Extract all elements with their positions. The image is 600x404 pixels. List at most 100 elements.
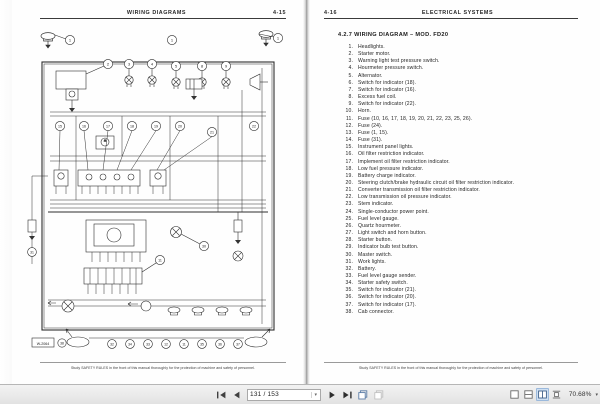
legend-item-text: Stem indicator. [358, 201, 394, 208]
page-right-legend[interactable]: 4-16 ELECTRICAL SYSTEMS 4.2.7 WIRING DIA… [310, 0, 600, 384]
legend-item: 2. Starter motor. [340, 51, 588, 58]
legend-item-text: Oil filter restriction indicator. [358, 151, 425, 158]
right-page-footer: Study SAFETY RULES in the front of this … [324, 362, 578, 370]
legend-item-number: 1. [348, 44, 353, 50]
legend-item-number: 28. [345, 237, 353, 244]
legend-item-number: 8. [348, 94, 353, 101]
legend-item: 36.Switch for indicator (20). [340, 294, 588, 301]
view-controls-group: 70.68% ▾ [508, 388, 598, 401]
next-page-button[interactable] [326, 388, 338, 402]
svg-text:38: 38 [60, 342, 64, 346]
last-page-button[interactable] [341, 388, 353, 402]
zoom-chevron-down-icon[interactable]: ▾ [595, 391, 598, 398]
svg-text:19: 19 [154, 124, 158, 128]
zoom-level-label[interactable]: 70.68% [568, 391, 592, 398]
svg-text:11: 11 [158, 259, 162, 263]
legend-item: 25.Fuel level gauge. [340, 216, 588, 223]
legend-item: 23.Stem indicator. [340, 201, 588, 208]
legend-item-text: Fuse (31). [358, 137, 383, 144]
legend-item-number: 12. [345, 122, 353, 129]
legend-item: 4.Hourmeter pressure switch. [340, 65, 588, 72]
svg-text:18: 18 [130, 124, 134, 128]
legend-item-number: 3. [348, 58, 353, 65]
copy-tool-icon[interactable] [372, 388, 385, 401]
legend-list: 1.Headlights.2.Starter motor.3.Warning l… [340, 44, 588, 316]
page-number-input[interactable]: 131 / 153 ▾ [247, 388, 321, 401]
first-page-button[interactable] [215, 388, 227, 402]
legend-item-number: 27. [345, 230, 353, 237]
left-page-footer: Study SAFETY RULES in the front of this … [40, 362, 286, 370]
legend-item-text: Starter button. [358, 237, 393, 244]
legend-item-number: 32. [345, 265, 353, 272]
svg-text:8: 8 [201, 65, 203, 69]
legend-item-number: 22. [345, 194, 353, 201]
svg-text:37: 37 [236, 342, 240, 346]
previous-page-button[interactable] [230, 388, 242, 402]
legend-item-text: Hourmeter pressure switch. [358, 65, 424, 72]
legend-item-number: 14. [345, 137, 353, 144]
continuous-scroll-view-icon[interactable] [522, 388, 535, 401]
legend-item-text: Alternator. [358, 72, 383, 79]
legend-item-number: 31. [345, 258, 353, 265]
legend-item: 26.Quartz hourmeter. [340, 223, 588, 230]
svg-text:4: 4 [151, 63, 153, 67]
legend-item: 21.Converter transmission oil filter res… [340, 187, 588, 194]
svg-text:1: 1 [277, 36, 280, 41]
left-page-edge [0, 0, 12, 384]
svg-text:21: 21 [210, 130, 214, 134]
figure-label: W-2064 [37, 342, 50, 346]
legend-item-number: 21. [345, 187, 353, 194]
fit-page-icon[interactable] [550, 388, 563, 401]
page-left-wiring-diagram[interactable]: WIRING DIAGRAMS 4-15 [12, 0, 304, 384]
legend-item-text: Low fuel pressure indicator. [358, 165, 424, 172]
right-page-number: 4-16 [324, 10, 337, 16]
legend-item-text: Low transmission oil pressure indicator. [358, 194, 452, 201]
legend-item: 27. Light switch and horn button. [340, 230, 588, 237]
legend-item-text: Implement oil filter restriction indicat… [358, 158, 450, 165]
legend-item: 9.Switch for indicator (22). [340, 101, 588, 108]
legend-item-text: Light switch and horn button. [358, 230, 427, 237]
legend-item-number: 35. [345, 287, 353, 294]
left-page-header: WIRING DIAGRAMS 4-15 [12, 10, 304, 16]
svg-text:3: 3 [128, 63, 130, 67]
legend-item-number: 24. [345, 208, 353, 215]
pdf-toolbar: 131 / 153 ▾ [0, 384, 600, 404]
legend-item: 11.Fuse (10, 16, 17, 18, 19, 20, 21, 22,… [340, 116, 588, 123]
legend-item: 12.Fuse (24). [340, 123, 588, 130]
legend-item-number: 6. [348, 79, 353, 86]
legend-item: 13.Fuse (1, 15). [340, 130, 588, 137]
legend-item-text: Single-conductor power point. [358, 208, 429, 215]
pdf-pages-area[interactable]: WIRING DIAGRAMS 4-15 [0, 0, 600, 384]
chevron-down-icon[interactable]: ▾ [311, 391, 318, 398]
legend-item-text: Cab connector. [358, 308, 394, 315]
svg-text:17: 17 [106, 124, 110, 128]
legend-item: 35.Switch for indicator (21). [340, 287, 588, 294]
svg-text:5: 5 [175, 65, 177, 69]
legend-item: 32.Battery. [340, 266, 588, 273]
snapshot-tool-icon[interactable] [356, 388, 369, 401]
right-page-header: 4-16 ELECTRICAL SYSTEMS [310, 10, 600, 16]
svg-text:36: 36 [218, 342, 222, 346]
legend-item: 38.Cab connector. [340, 309, 588, 316]
legend-item-number: 7. [348, 86, 353, 93]
legend-item-number: 34. [345, 280, 353, 287]
two-page-view-icon[interactable] [535, 388, 549, 401]
legend-item-number: 13. [345, 129, 353, 136]
legend-item-number: 25. [345, 215, 353, 222]
legend-item-number: 36. [345, 294, 353, 301]
legend-item-number: 10. [345, 108, 353, 115]
legend-item-number: 2. [348, 51, 353, 58]
legend-item: 15.Instrument panel lights. [340, 144, 588, 151]
legend-item-text: Battery charge indicator. [358, 172, 416, 179]
single-page-view-icon[interactable] [508, 388, 521, 401]
right-header-rule [324, 18, 578, 19]
legend-item-number: 11. [345, 115, 353, 122]
legend-item: 10.Horn. [340, 108, 588, 115]
legend-item: 28. Starter button. [340, 237, 588, 244]
legend-item: 6.Switch for indicator (18). [340, 80, 588, 87]
legend-item-text: Starter motor. [358, 51, 391, 58]
svg-text:16: 16 [82, 124, 86, 128]
legend-item-text: Master switch. [358, 251, 393, 258]
